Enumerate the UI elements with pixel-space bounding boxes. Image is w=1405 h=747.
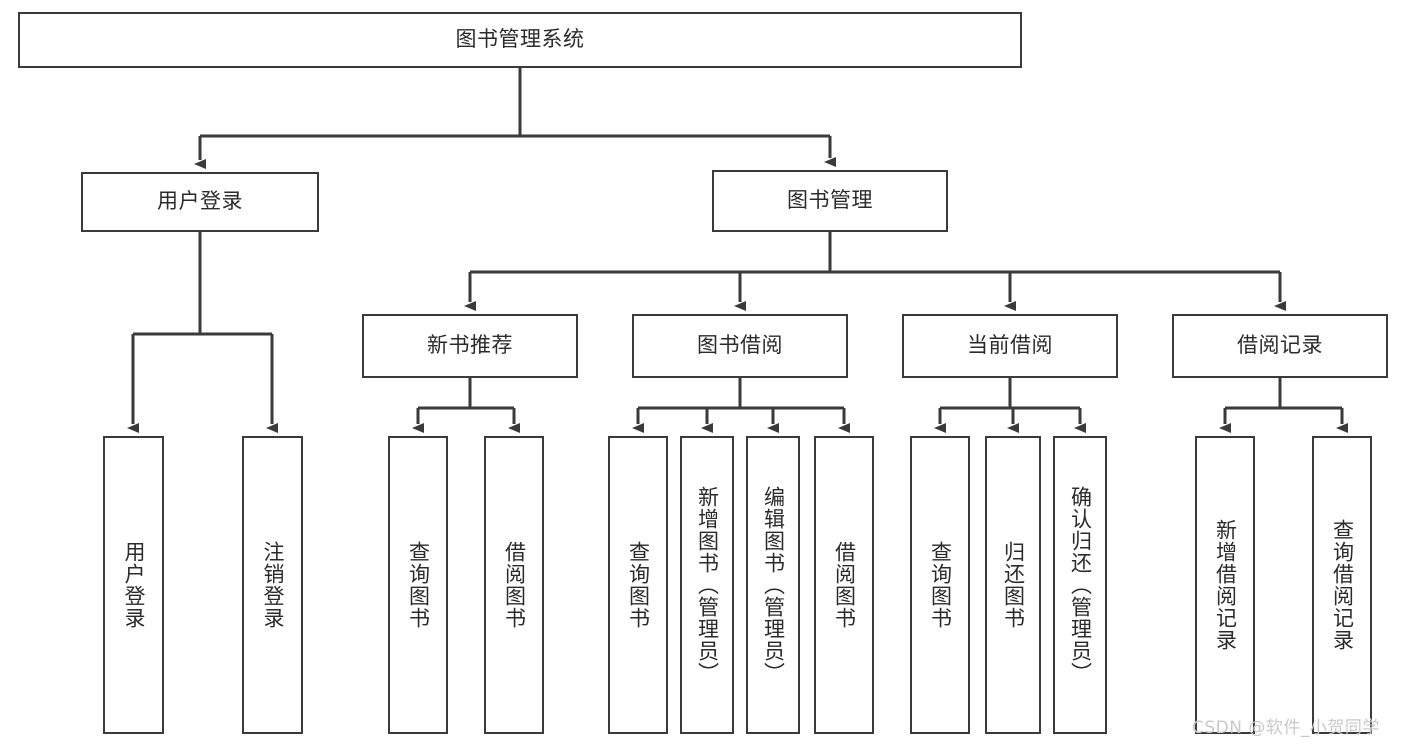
node-leaf-6-label: 新增图书（管理员）	[695, 486, 720, 684]
node-leaf-10[interactable]: 归还图书	[985, 436, 1041, 734]
node-leaf-4-label: 借阅图书	[502, 541, 527, 629]
node-level2-2[interactable]: 图书管理	[712, 170, 948, 232]
node-level3-3[interactable]: 当前借阅	[902, 314, 1118, 378]
node-level3-1[interactable]: 新书推荐	[362, 314, 578, 378]
node-leaf-3[interactable]: 查询图书	[388, 436, 448, 734]
node-level3-4-label: 借阅记录	[1237, 333, 1323, 358]
node-leaf-11[interactable]: 确认归还（管理员）	[1053, 436, 1107, 734]
node-leaf-2[interactable]: 注销登录	[242, 436, 303, 734]
node-level3-2[interactable]: 图书借阅	[632, 314, 848, 378]
node-leaf-6[interactable]: 新增图书（管理员）	[680, 436, 734, 734]
node-leaf-5-label: 查询图书	[626, 541, 651, 629]
node-leaf-11-label: 确认归还（管理员）	[1068, 486, 1093, 684]
node-leaf-12[interactable]: 新增借阅记录	[1195, 436, 1255, 734]
node-leaf-9-label: 查询图书	[928, 541, 953, 629]
node-level3-3-label: 当前借阅	[967, 333, 1053, 358]
node-leaf-3-label: 查询图书	[406, 541, 431, 629]
node-leaf-5[interactable]: 查询图书	[608, 436, 668, 734]
node-level3-1-label: 新书推荐	[427, 333, 513, 358]
node-leaf-10-label: 归还图书	[1001, 541, 1026, 629]
node-level2-1-label: 用户登录	[157, 189, 243, 214]
node-leaf-7[interactable]: 编辑图书（管理员）	[746, 436, 800, 734]
node-leaf-13-label: 查询借阅记录	[1330, 519, 1355, 651]
node-root-label: 图书管理系统	[455, 27, 585, 52]
node-level3-2-label: 图书借阅	[697, 333, 783, 358]
node-level2-2-label: 图书管理	[787, 188, 873, 213]
node-leaf-7-label: 编辑图书（管理员）	[761, 486, 786, 684]
node-leaf-13[interactable]: 查询借阅记录	[1312, 436, 1372, 734]
node-leaf-2-label: 注销登录	[260, 541, 285, 629]
node-root[interactable]: 图书管理系统	[18, 12, 1022, 68]
node-leaf-4[interactable]: 借阅图书	[484, 436, 544, 734]
node-leaf-9[interactable]: 查询图书	[910, 436, 970, 734]
node-leaf-12-label: 新增借阅记录	[1213, 519, 1238, 651]
node-level2-1[interactable]: 用户登录	[81, 172, 319, 232]
node-leaf-8-label: 借阅图书	[832, 541, 857, 629]
node-leaf-1-label: 用户登录	[121, 541, 146, 629]
node-level3-4[interactable]: 借阅记录	[1172, 314, 1388, 378]
node-leaf-8[interactable]: 借阅图书	[814, 436, 874, 734]
node-leaf-1[interactable]: 用户登录	[103, 436, 164, 734]
